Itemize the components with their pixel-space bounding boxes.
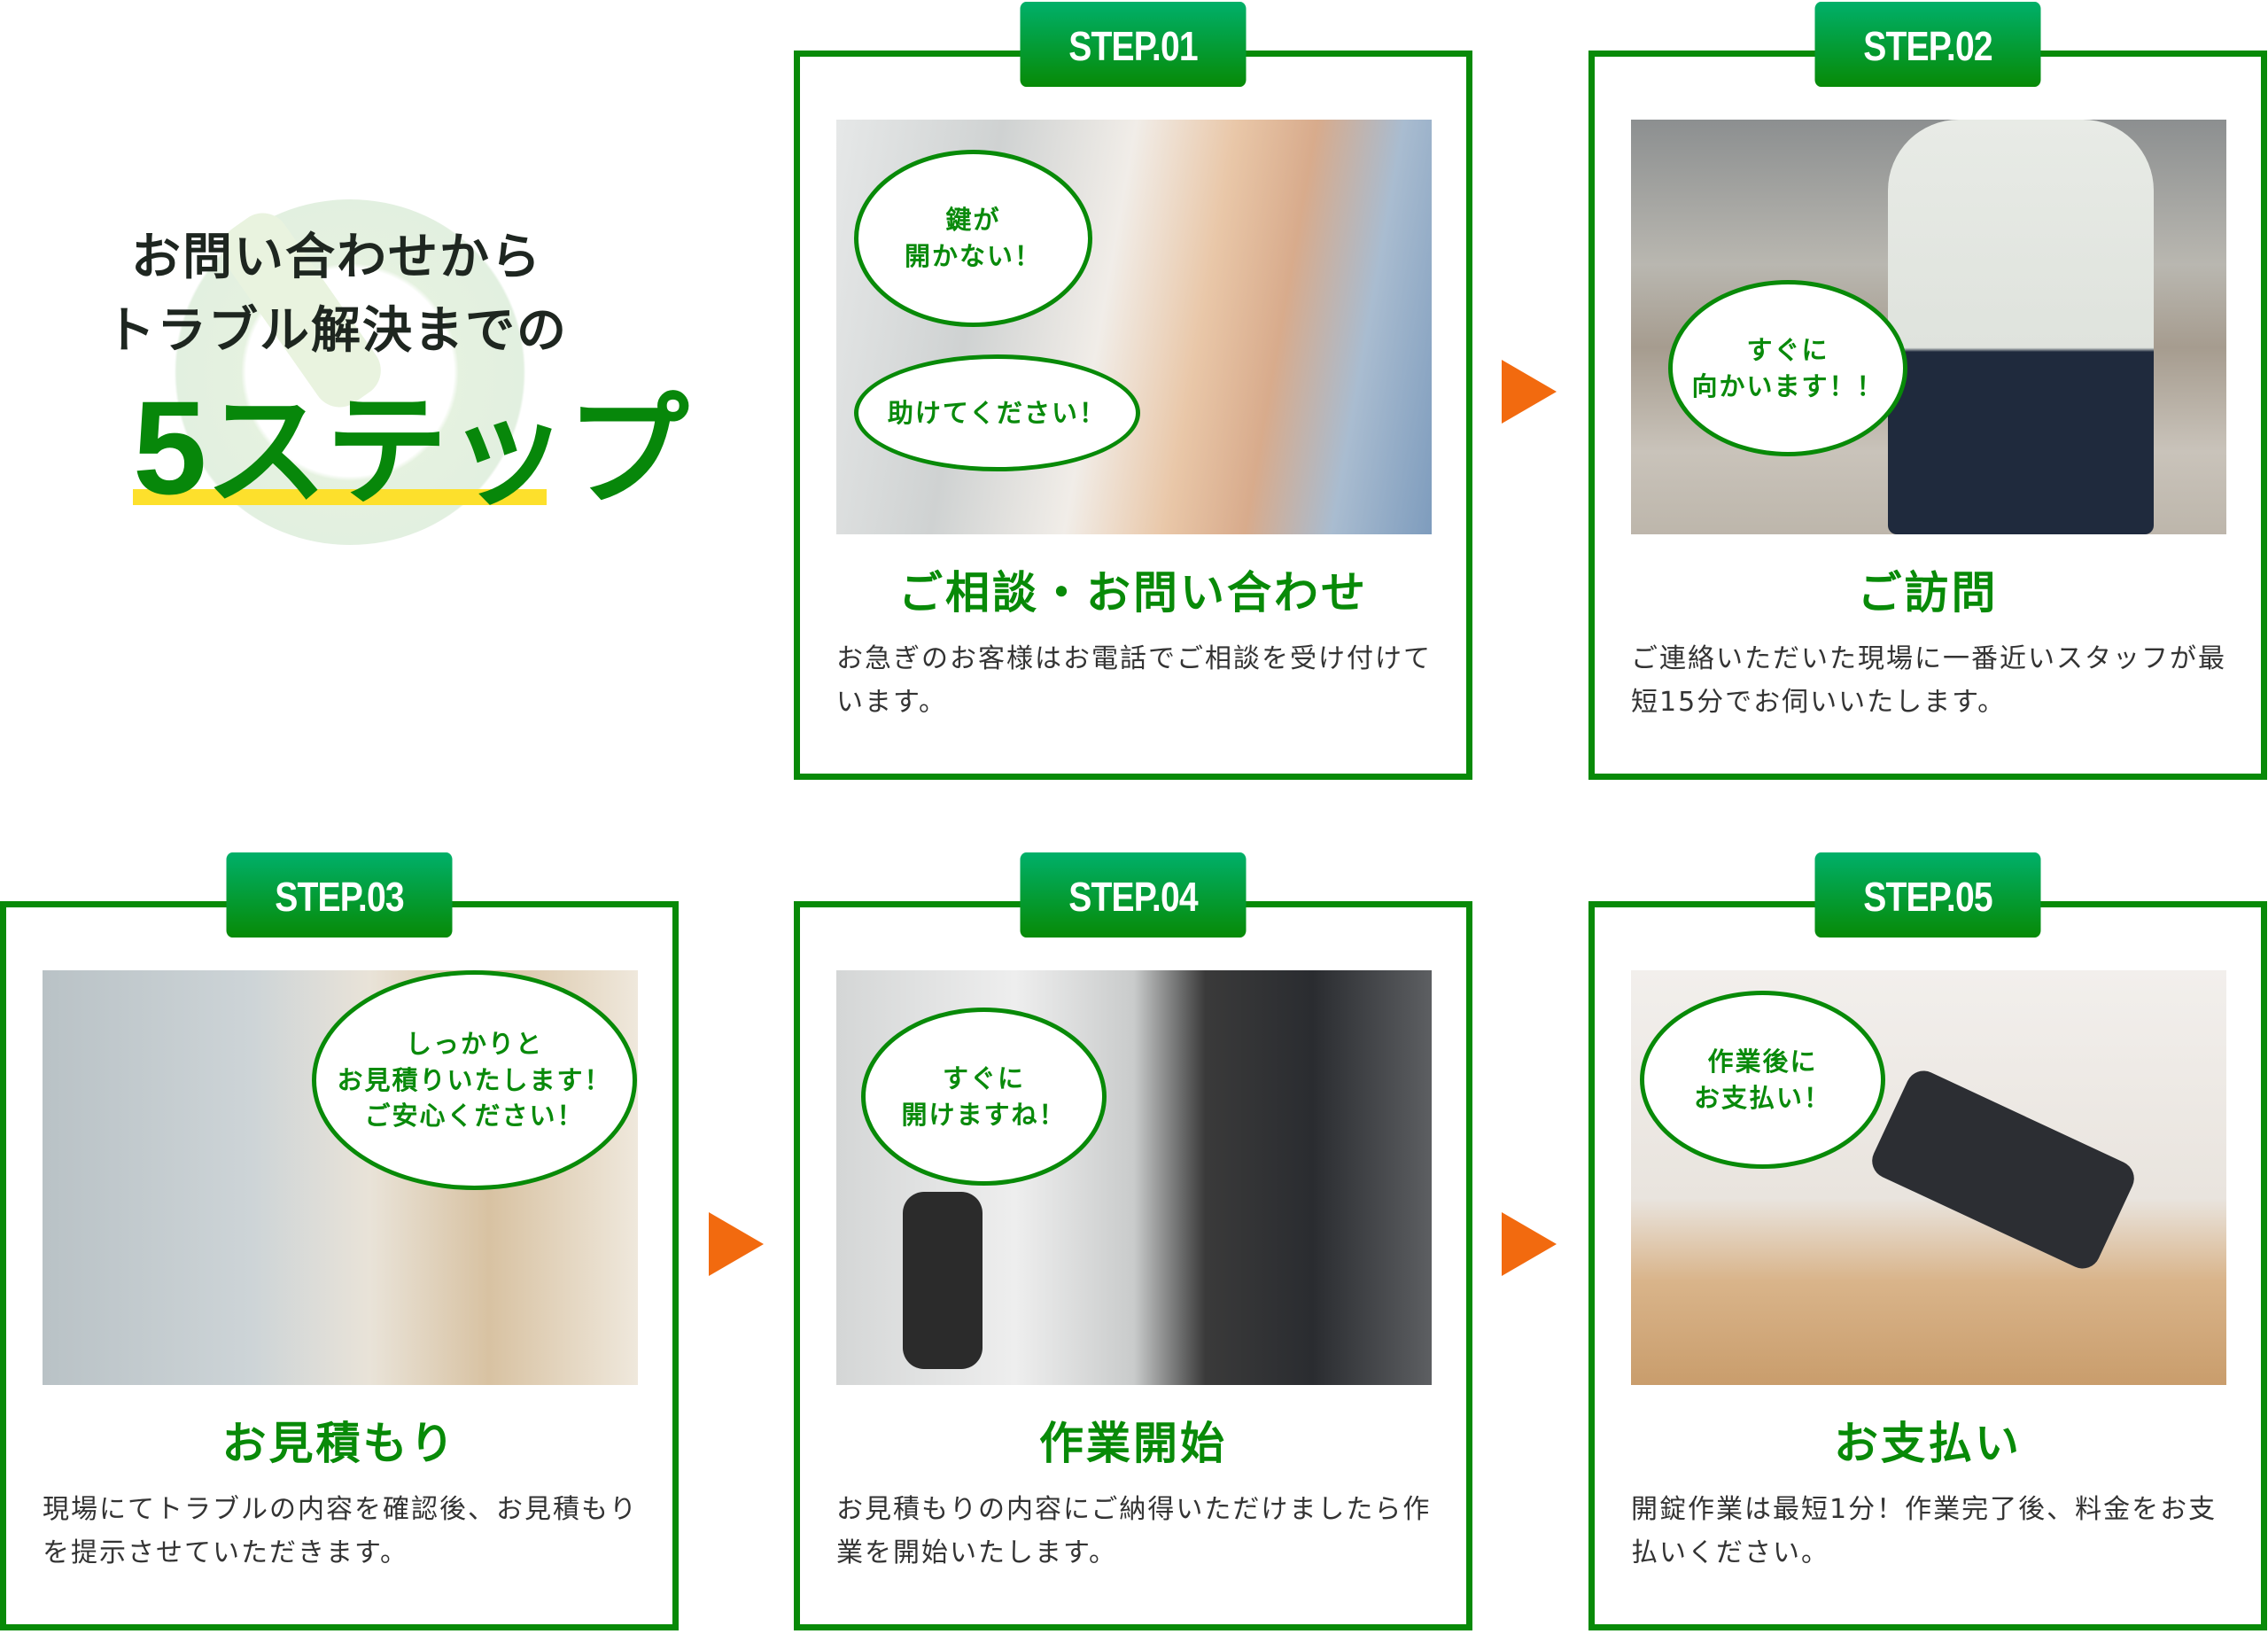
speech-bubble: しっかりとお見積りいたします！ご安心ください！: [312, 970, 637, 1190]
photo-staff-running: すぐに向かいます！！: [1631, 120, 2226, 534]
step-card-4: STEP.04 すぐに開けますね！ 作業開始 お見積もりの内容にご納得いただけま…: [794, 852, 1472, 1630]
heading-underline: [133, 489, 547, 505]
photo-payment: 作業後にお支払い！: [1631, 970, 2226, 1385]
speech-bubble: 作業後にお支払い！: [1640, 991, 1885, 1169]
step-badge: STEP.05: [1814, 852, 2041, 938]
step-title: お見積もり: [221, 1418, 457, 1469]
step-badge: STEP.03: [226, 852, 453, 938]
speech-bubble: 鍵が開かない！: [854, 150, 1092, 327]
step-title: 作業開始: [1039, 1418, 1227, 1469]
step-count: 5: [133, 373, 206, 522]
speech-bubble: すぐに向かいます！！: [1668, 280, 1907, 456]
speech-bubble: すぐに開けますね！: [861, 1008, 1107, 1186]
step-title: ご相談・お問い合わせ: [898, 567, 1368, 619]
step-description: お見積もりの内容にご納得いただけましたら作業を開始いたします。: [836, 1494, 1432, 1568]
step-title: お支払い: [1834, 1418, 2022, 1469]
photo-estimate-clipboard: しっかりとお見積りいたします！ご安心ください！: [43, 970, 638, 1385]
step-badge: STEP.04: [1020, 852, 1247, 938]
next-arrow-icon: [709, 1212, 764, 1276]
step-description: ご連絡いただいた現場に一番近いスタッフが最短15分でお伺いいたします。: [1631, 643, 2226, 718]
step-title: ご訪問: [1857, 567, 1999, 619]
intro-line-2: トラブル解決までの: [105, 302, 568, 360]
step-card-3: STEP.03 しっかりとお見積りいたします！ご安心ください！ お見積もり 現場…: [0, 852, 679, 1630]
step-description: 開錠作業は最短1分！作業完了後、料金をお支払いください。: [1631, 1494, 2218, 1568]
step-description: 現場にてトラブルの内容を確認後、お見積もりを提示させていただきます。: [43, 1494, 638, 1568]
step-card-5: STEP.05 作業後にお支払い！ お支払い 開錠作業は最短1分！作業完了後、料…: [1588, 852, 2267, 1630]
step-badge: STEP.01: [1020, 2, 1247, 87]
photo-lock-picking: すぐに開けますね！: [836, 970, 1432, 1385]
photo-phone-call: 鍵が開かない！ 助けてください！: [836, 120, 1432, 534]
next-arrow-icon: [1502, 360, 1557, 424]
intro-line-1: お問い合わせから: [131, 229, 542, 286]
step-card-1: STEP.01 鍵が開かない！ 助けてください！ ご相談・お問い合わせ お急ぎの…: [794, 2, 1472, 780]
step-card-2: STEP.02 すぐに向かいます！！ ご訪問 ご連絡いただいた現場に一番近いスタ…: [1588, 2, 2267, 780]
next-arrow-icon: [1502, 1212, 1557, 1276]
steps-word: ステップ: [205, 380, 688, 523]
speech-bubble: 助けてください！: [854, 354, 1140, 471]
step-description: お急ぎのお客様はお電話でご相談を受け付けています。: [836, 643, 1432, 718]
five-steps-heading: 5ステップ: [133, 381, 688, 514]
step-badge: STEP.02: [1814, 2, 2041, 87]
